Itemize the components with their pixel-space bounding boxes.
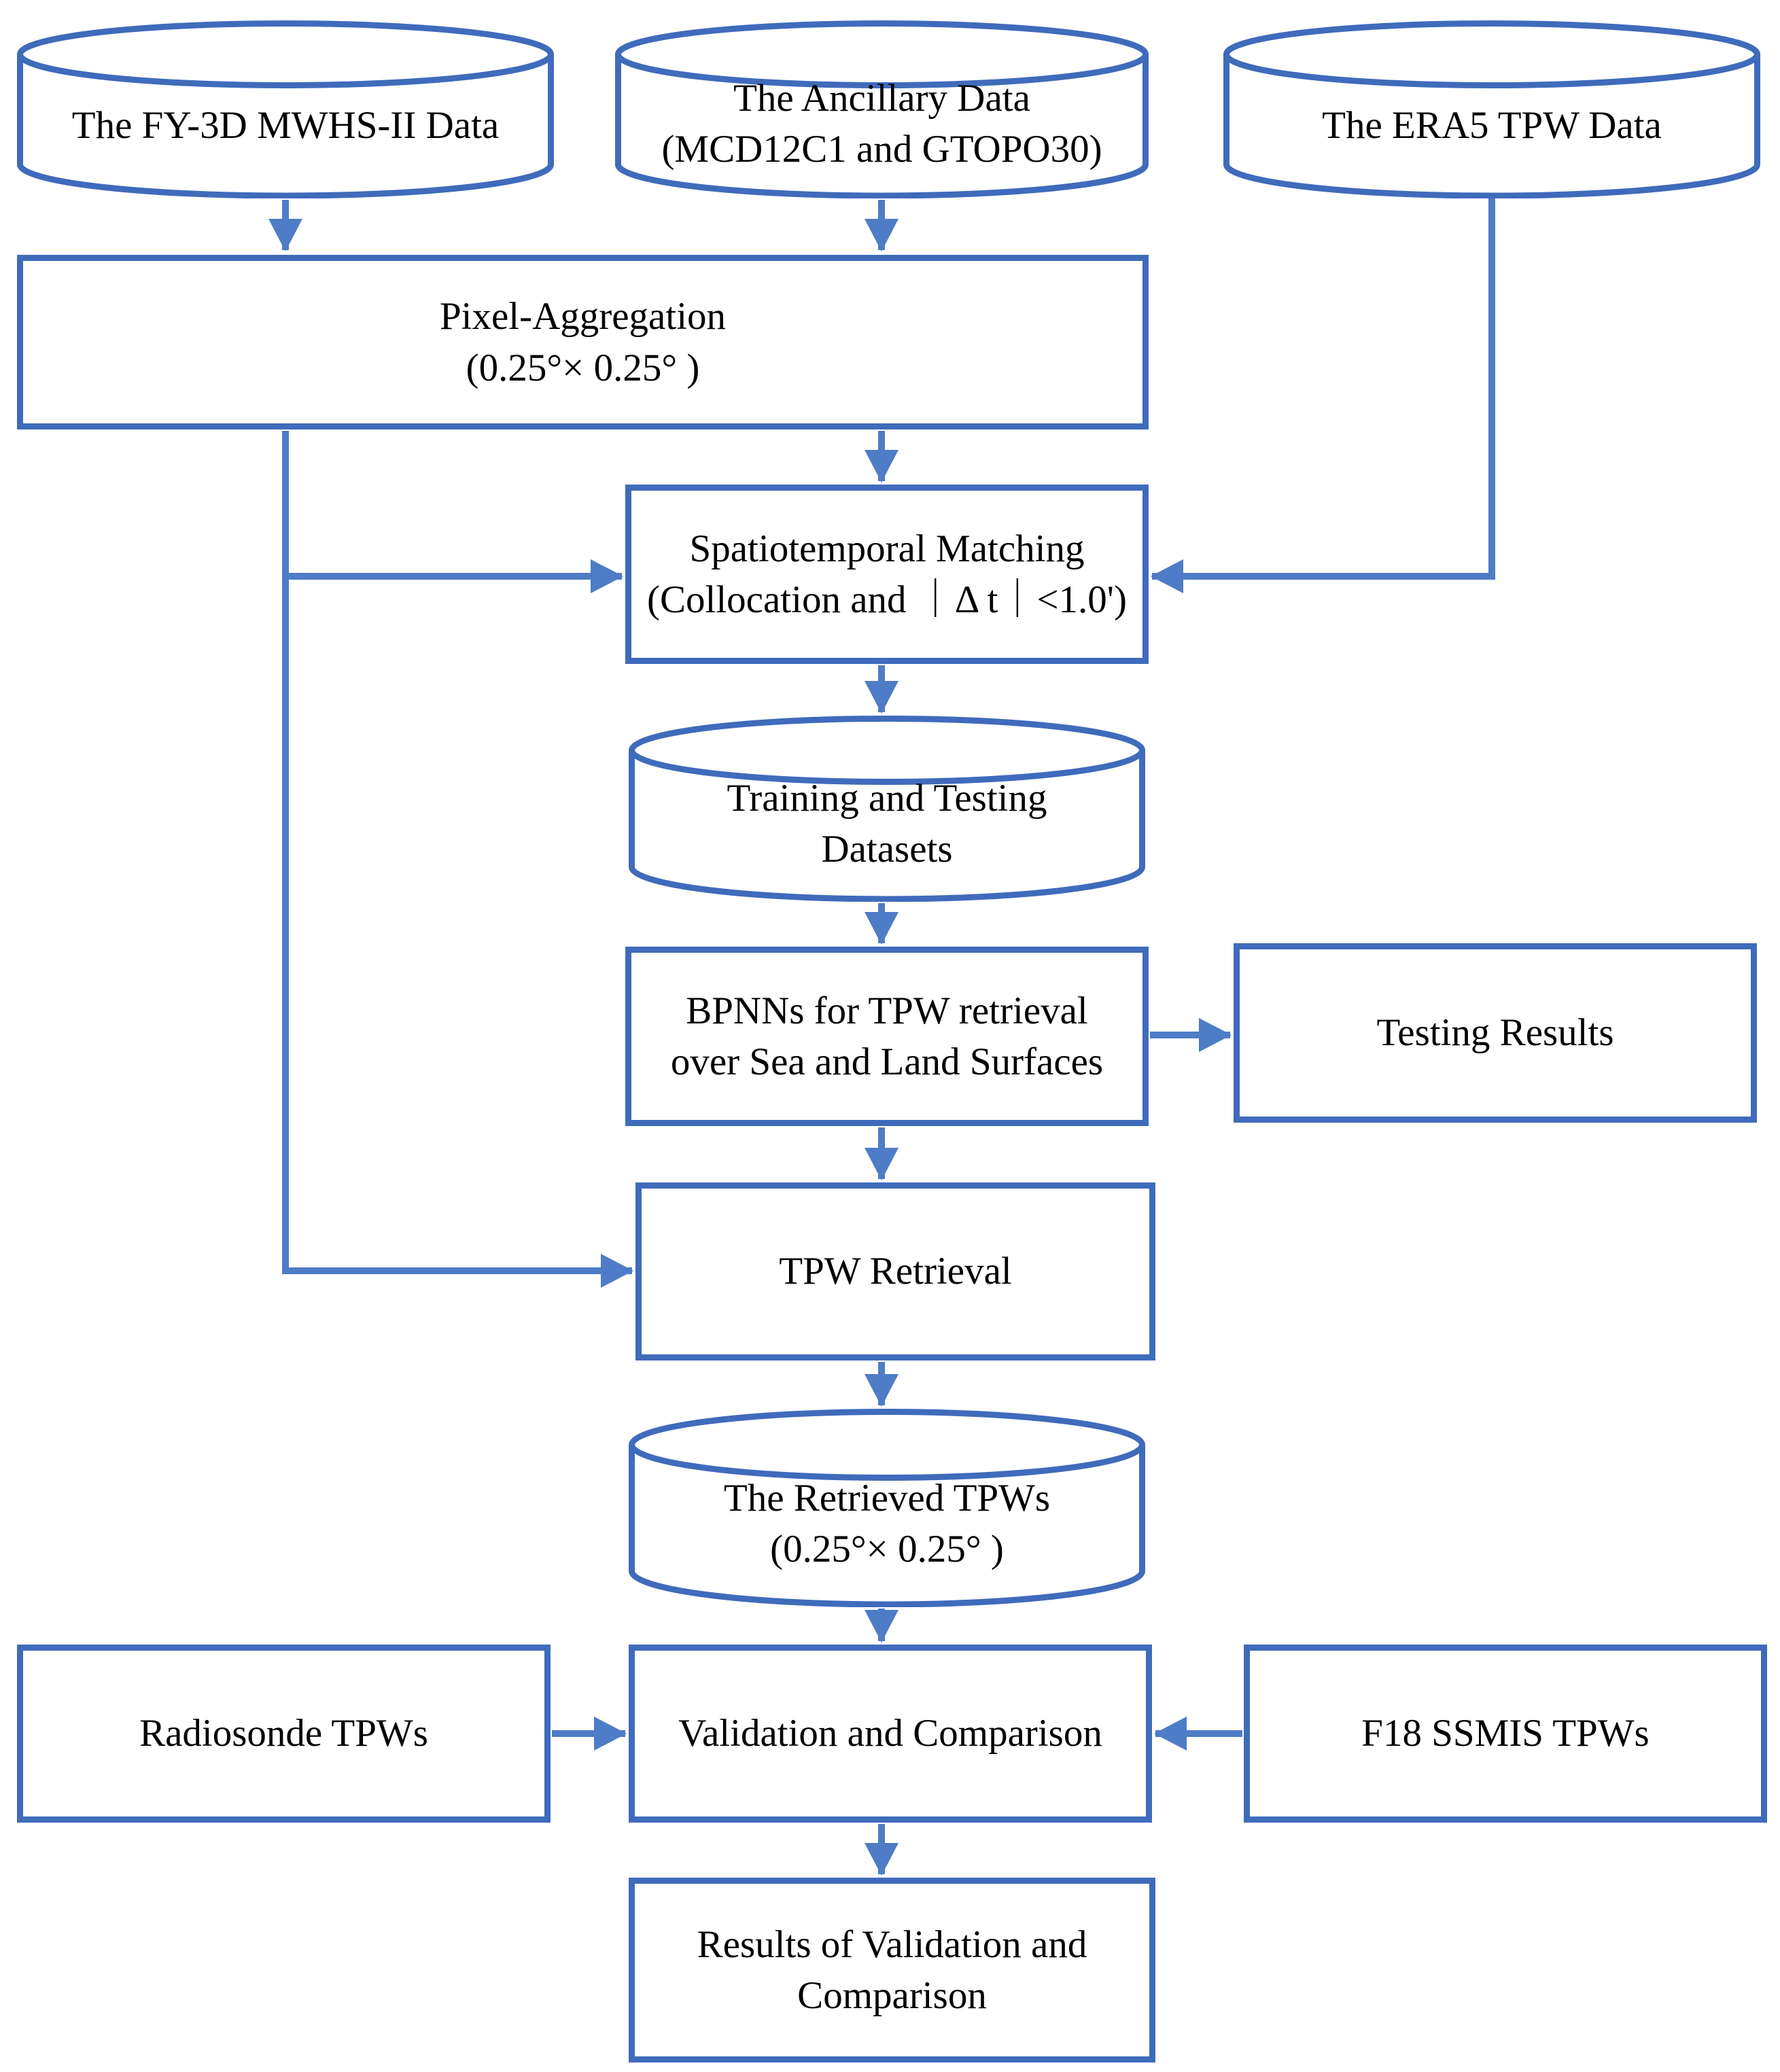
node-label: The Retrieved TPWs — [723, 1476, 1051, 1520]
node-f18-ssmis-tpws: F18 SSMIS TPWs — [1244, 1645, 1767, 1823]
edge-era5-to-spatiotemporal-matching — [1150, 197, 1495, 593]
node-label: (0.25°× 0.25° ) — [770, 1528, 1004, 1570]
node-era5-tpw-data: The ERA5 TPW Data — [1223, 20, 1760, 198]
node-label: (MCD12C1 and GTOPO30) — [661, 128, 1102, 171]
node-bpnns-retrieval: BPNNs for TPW retrieval over Sea and Lan… — [625, 947, 1149, 1126]
node-spatiotemporal-matching: Spatiotemporal Matching (Collocation and… — [625, 485, 1149, 664]
cylinder-shape — [17, 20, 554, 198]
node-fy3d-mwhs-data: The FY-3D MWHS-II Data — [17, 20, 554, 198]
node-label: over Sea and Land Surfaces — [670, 1040, 1104, 1083]
node-ancillary-data: The Ancillary Data (MCD12C1 and GTOPO30) — [615, 20, 1149, 198]
node-results-validation-comparison: Results of Validation and Comparison — [629, 1878, 1155, 2062]
node-tpw-retrieval: TPW Retrieval — [635, 1182, 1155, 1360]
node-label: Comparison — [797, 1974, 987, 2017]
cylinder-shape — [1223, 20, 1760, 198]
node-label: Spatiotemporal Matching — [689, 527, 1085, 570]
node-label: Training and Testing — [727, 776, 1047, 820]
edge-pixel-aggregation-to-tpw-retrieval — [282, 431, 634, 1288]
node-label: Radiosonde TPWs — [139, 1712, 428, 1755]
node-label: Testing Results — [1376, 1011, 1614, 1055]
node-label: F18 SSMIS TPWs — [1361, 1712, 1650, 1755]
node-retrieved-tpws: The Retrieved TPWs (0.25°× 0.25° ) — [629, 1409, 1145, 1607]
cylinder-shape — [615, 20, 1149, 198]
node-label: Pixel-Aggregation — [439, 295, 727, 338]
node-label: The Ancillary Data — [733, 76, 1030, 120]
cylinder-shape — [629, 716, 1145, 902]
node-validation-comparison: Validation and Comparison — [629, 1645, 1152, 1823]
node-training-testing-datasets: Training and Testing Datasets — [629, 716, 1145, 902]
node-label: The FY-3D MWHS-II Data — [71, 104, 500, 147]
node-label: TPW Retrieval — [779, 1250, 1012, 1293]
node-label: Datasets — [821, 828, 953, 871]
node-label: Results of Validation and — [697, 1922, 1087, 1966]
node-label: BPNNs for TPW retrieval — [686, 989, 1088, 1032]
node-label: Validation and Comparison — [678, 1712, 1102, 1755]
node-pixel-aggregation: Pixel-Aggregation (0.25°× 0.25° ) — [17, 255, 1149, 429]
node-label: The ERA5 TPW Data — [1322, 104, 1662, 147]
node-radiosonde-tpws: Radiosonde TPWs — [17, 1645, 551, 1823]
node-label: (Collocation and ｜Δ t｜<1.0') — [647, 578, 1127, 621]
node-label: (0.25°× 0.25° ) — [466, 346, 700, 389]
cylinder-shape — [629, 1409, 1145, 1607]
node-testing-results: Testing Results — [1234, 943, 1757, 1123]
